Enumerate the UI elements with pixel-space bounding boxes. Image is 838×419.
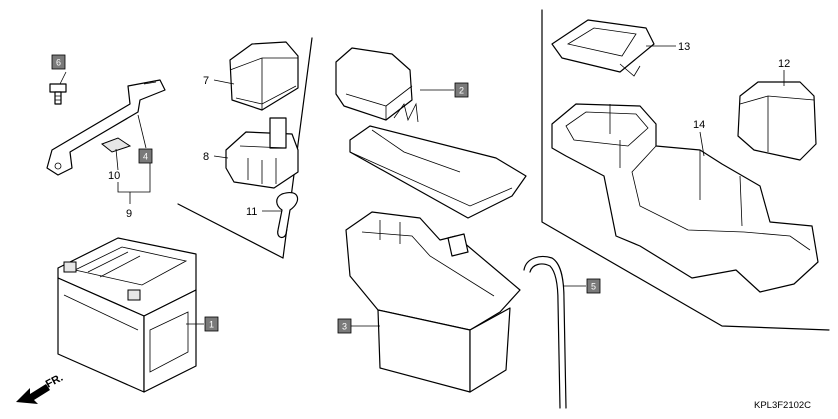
- callout-8: 8: [203, 151, 209, 163]
- battery-tray-part: [551, 103, 819, 293]
- svg-text:6: 6: [56, 58, 61, 68]
- callout-11: 11: [246, 206, 257, 218]
- svg-text:3: 3: [342, 322, 347, 332]
- bolt-part: [49, 83, 67, 105]
- battery-part: [57, 237, 197, 393]
- rubber-seat-part: [551, 19, 655, 77]
- direction-label: FR.: [44, 372, 65, 391]
- callout-10: 10: [108, 170, 120, 182]
- callout-6: 6: [51, 54, 66, 70]
- svg-text:2: 2: [459, 86, 464, 96]
- callout-13: 13: [678, 41, 690, 53]
- breather-tube-part: [523, 255, 567, 409]
- drawing-code: KPL3F2102C: [754, 400, 811, 411]
- callout-14: 14: [693, 119, 705, 131]
- svg-text:5: 5: [591, 282, 596, 292]
- fuse-holder-part: [225, 117, 299, 189]
- terminal-cover-part: [229, 41, 299, 111]
- band-part: [276, 192, 299, 239]
- svg-text:4: 4: [143, 152, 148, 162]
- callout-12: 12: [778, 58, 790, 70]
- callout-3: 3: [337, 318, 352, 334]
- callout-1: 1: [204, 316, 219, 332]
- callout-4: 4: [138, 148, 153, 164]
- top-cover-part: [335, 47, 527, 219]
- svg-text:1: 1: [209, 320, 214, 330]
- leader-lines: [59, 45, 785, 327]
- callout-2: 2: [454, 82, 469, 98]
- callout-7: 7: [203, 75, 209, 87]
- callout-9: 9: [126, 208, 132, 220]
- battery-bracket-part: [46, 79, 166, 176]
- pad-part: [101, 137, 132, 153]
- callout-5: 5: [586, 278, 601, 294]
- battery-case-part: [345, 211, 521, 393]
- front-direction-arrow-icon: FR.: [16, 372, 65, 404]
- fuse-box-cover-part: [737, 81, 817, 161]
